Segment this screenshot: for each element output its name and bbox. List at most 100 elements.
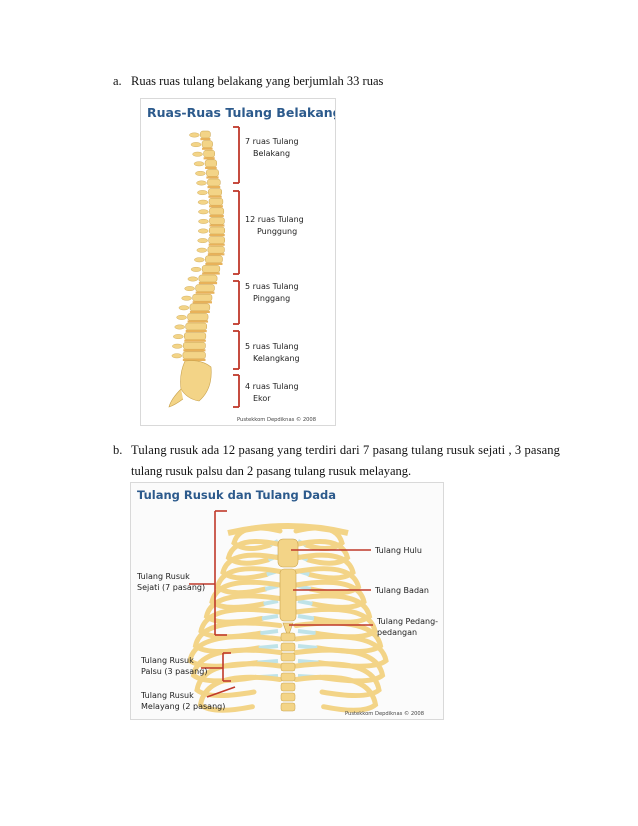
vertebra [204,159,217,168]
disc [209,205,223,208]
vertebra-process [174,324,185,330]
disc [203,157,215,160]
vertebra-process [171,353,183,359]
vertebra [208,188,222,196]
disc [200,138,211,141]
rib-right-11 [293,661,382,698]
vertebra-process [189,132,200,138]
vertebra-process [193,161,205,167]
disc [184,339,206,342]
vertebra [201,140,213,148]
xiphoid [282,622,294,638]
vertebra-process [197,199,209,205]
disc [187,320,209,323]
spine-label-cervical-1: 7 ruas Tulang [245,137,299,146]
rib-right-2 [293,539,351,566]
ribcage-credit: Pustekkom Depdiknas © 2008 [345,710,424,717]
vertebra-process [190,266,202,272]
spine-brackets [233,126,240,408]
vertebra-process [181,295,192,301]
item-b-text-line2: tulang rusuk palsu dan 2 pasang tulang r… [131,464,412,478]
rib-label-false-2: Palsu (3 pasang) [141,667,207,676]
rib-right-12 [293,674,379,713]
disc [192,301,212,304]
cartilage-right-5 [297,599,313,606]
spine-label-sacral-2: Kelangkang [253,354,300,363]
disc [208,195,222,198]
rib-label-true-1: Tulang Rusuk [136,572,190,581]
sternum-body [279,568,297,622]
disc [189,310,210,313]
clavicle [227,523,349,536]
rib-left-3 [220,552,283,581]
vertebra [195,284,215,292]
vertebra [183,341,206,350]
disc [205,166,217,169]
rib-label-floating-1: Tulang Rusuk [140,691,194,700]
vertebra [208,197,224,206]
vertebra-process [176,314,187,320]
vertebra [184,332,207,340]
cartilage-left-6 [261,614,279,621]
spine-label-lumbar-1: 5 ruas Tulang [245,282,299,291]
vertebra [280,692,296,702]
vertebra-process [197,190,208,196]
disc [195,291,215,294]
vertebra [192,293,213,302]
vertebra [280,672,296,682]
vertebra [280,642,296,652]
ribcage-ribs [187,523,389,713]
vertebra-process [172,343,183,349]
vertebra [280,702,296,712]
rib-left-5 [209,579,283,610]
rib-left-4 [214,566,283,596]
rib-right-3 [293,552,356,581]
coccyx [168,388,184,408]
ribcage-illustration: Tulang Rusuk dan Tulang Dada Tulang Rusu… [136,488,438,717]
manubrium [277,538,299,568]
disc [202,272,220,275]
vertebra-process [184,286,195,292]
vertebra [189,303,211,312]
vertebra-process [198,228,209,234]
disc [202,147,213,150]
floating-rib-pointer [206,686,236,698]
vertebra [280,662,296,672]
spine-label-thoracic-2: Punggung [257,227,297,236]
vertebra [280,682,296,692]
spine-label-lumbar-2: Pinggang [253,294,290,303]
rib-label-manubrium: Tulang Hulu [374,546,422,555]
vertebra [207,245,225,254]
vertebra [209,207,225,216]
vertebra [185,322,207,331]
cartilage-right-7 [297,629,316,636]
vertebra [198,274,218,283]
spine-vertebrae [168,130,225,408]
spine-credit: Pustekkom Depdiknas © 2008 [237,416,316,423]
cartilage-left-7 [260,629,279,636]
vertebra-process [190,142,202,147]
cartilage-left-8 [258,644,279,650]
spine-label-coccyx-2: Ekor [253,394,271,403]
rib-left-12 [197,674,283,713]
spine-label-thoracic-1: 12 ruas Tulang [245,215,304,224]
rib-label-sternum-body: Tulang Badan [374,586,429,595]
vertebra [208,226,225,235]
vertebra [206,169,219,177]
rib-label-false-1: Tulang Rusuk [140,656,194,665]
disc [207,186,221,189]
item-b-marker: b. [113,443,123,457]
vertebra-process [187,276,199,282]
spine-illustration: Ruas-Ruas Tulang Belakang 7 ruas Tulang … [147,105,335,423]
vertebra-process [192,151,203,157]
disc [182,358,206,361]
vertebra-process [178,305,190,311]
spine-label-coccyx-1: 4 ruas Tulang [245,382,299,391]
disc [185,330,207,333]
rib-left-11 [194,661,283,698]
vertebra [209,217,225,225]
spine-label-sacral-1: 5 ruas Tulang [245,342,299,351]
ribcage-pointer-lines [189,510,373,698]
vertebra-process [173,334,184,340]
disc [209,224,225,227]
